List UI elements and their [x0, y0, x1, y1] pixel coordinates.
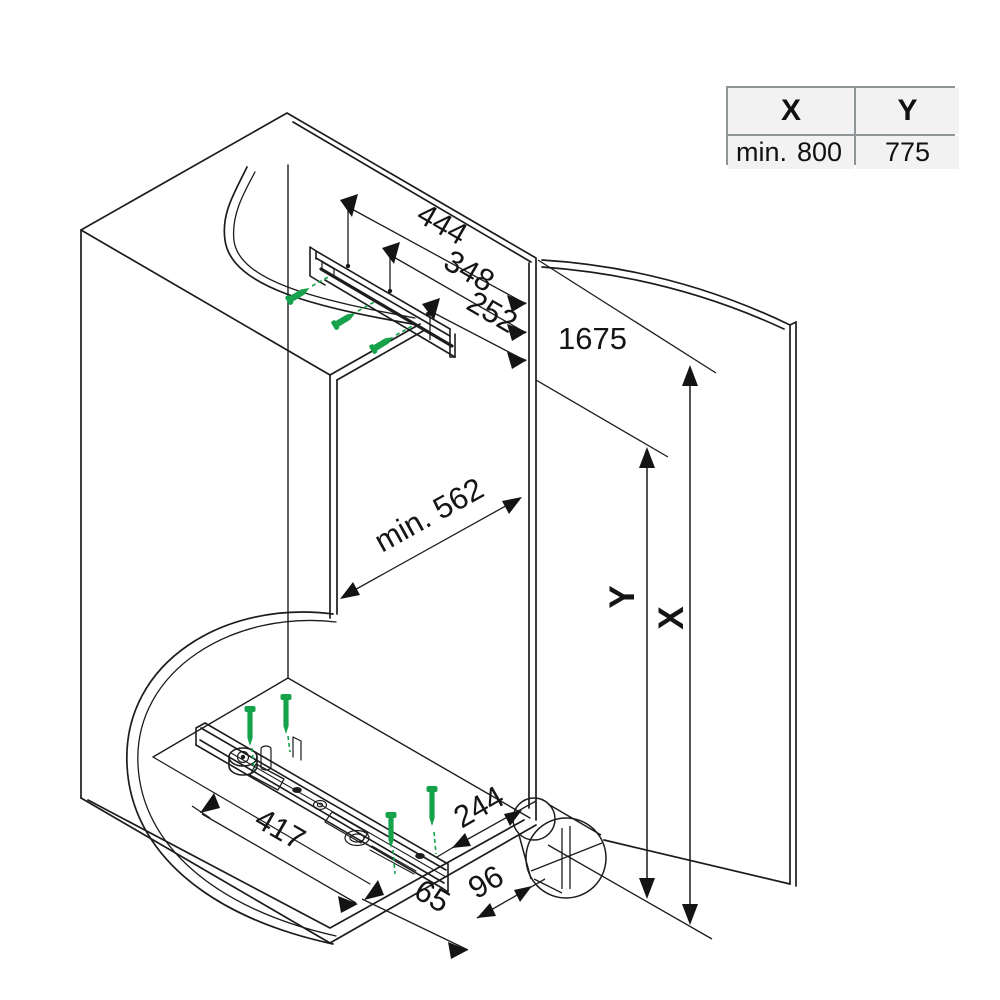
spec-table-header-x: X: [728, 88, 854, 134]
screw-icon: [426, 786, 438, 826]
screw-icon: [244, 706, 256, 746]
screw-icon: [385, 812, 397, 848]
spec-table-x-value: 800: [796, 137, 842, 167]
cabinet-outline: [80, 112, 537, 945]
screw-icon: [369, 336, 394, 354]
bottom-rail: [195, 722, 449, 893]
door-panel: [541, 259, 797, 887]
dim-label-x: X: [652, 606, 691, 630]
screws: [244, 275, 438, 875]
dim-label-y: Y: [603, 585, 642, 608]
dim-label-244: 244: [448, 779, 510, 835]
dim-label-min562: min. 562: [368, 471, 489, 559]
spec-table: X Y min. 800 775: [726, 86, 959, 169]
dim-label-65: 65: [409, 872, 456, 920]
dim-label-444: 444: [411, 196, 473, 252]
dim-label-96: 96: [462, 858, 509, 906]
dimension-arrows: [200, 194, 698, 959]
screw-icon: [285, 287, 310, 305]
dim-label-417: 417: [249, 801, 311, 857]
spec-table-min-label: min.: [736, 137, 788, 167]
detail-view-circles: [512, 797, 607, 899]
spec-table-value-x: min. 800: [728, 136, 854, 169]
dimension-labels: 444 348 252 1675 min. 562 Y X 417 65 96 …: [249, 196, 691, 920]
spec-table-header-y: Y: [856, 88, 959, 134]
screw-icon: [331, 312, 356, 330]
screw-icon: [280, 694, 292, 734]
spec-table-y-value: 775: [856, 136, 959, 169]
dim-label-1675: 1675: [558, 321, 627, 356]
